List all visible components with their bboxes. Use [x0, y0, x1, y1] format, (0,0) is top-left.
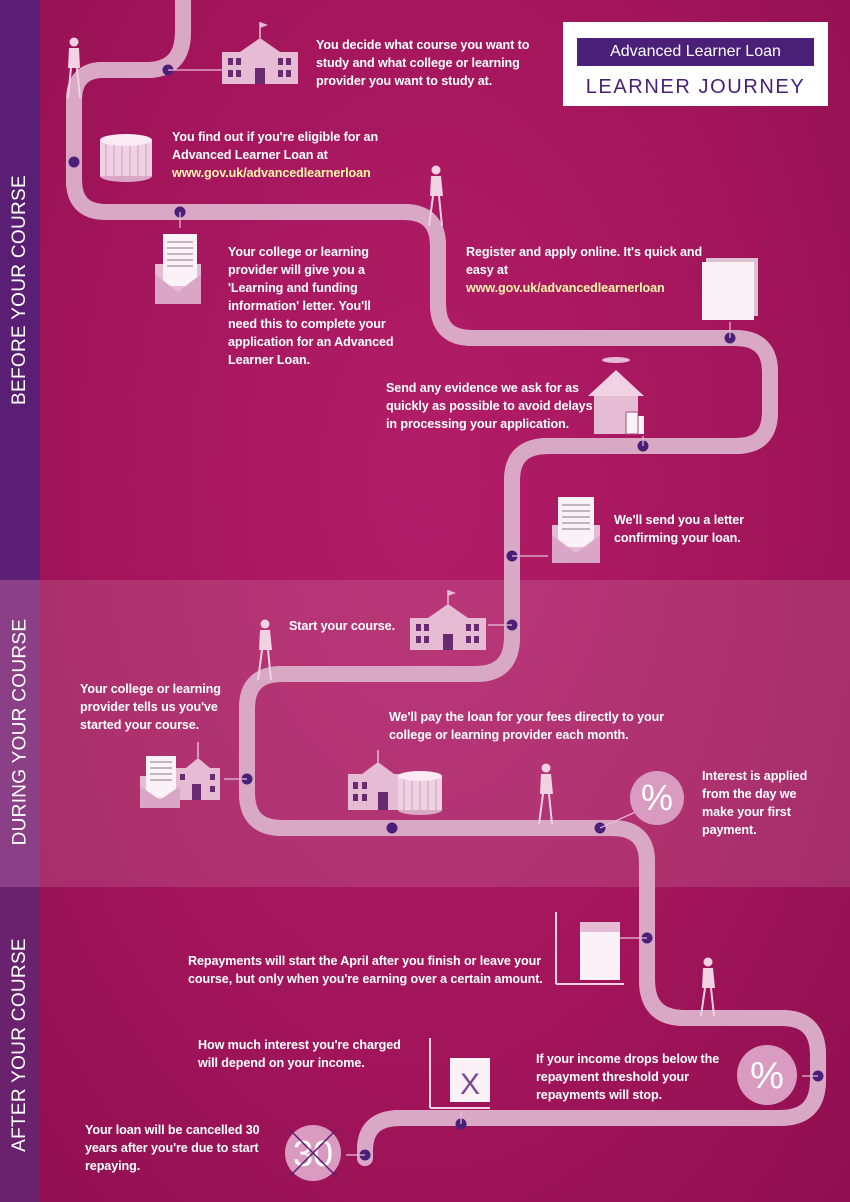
- after-strip: [0, 887, 40, 1202]
- svg-text:%: %: [750, 1055, 784, 1097]
- letter-envelope-icon: [155, 234, 201, 304]
- step-repayments-start: Repayments will start the April after yo…: [188, 954, 543, 986]
- person-icon: [538, 763, 553, 825]
- step-pay-fees: We'll pay the loan for your fees directl…: [389, 710, 664, 742]
- percent-icon: %: [737, 1045, 797, 1105]
- person-icon: [67, 37, 81, 99]
- title-card: Advanced Learner Loan LEARNER JOURNEY: [563, 22, 828, 106]
- percent-icon: %: [630, 771, 684, 825]
- during-strip: [0, 580, 40, 887]
- svg-text:X: X: [460, 1068, 480, 1101]
- step-evidence: Send any evidence we ask for as quickly …: [386, 381, 593, 431]
- step-start-course: Start your course.: [289, 619, 395, 633]
- title-subtitle: LEARNER JOURNEY: [585, 76, 806, 98]
- person-icon: [428, 165, 443, 227]
- college-icon: [410, 590, 486, 650]
- step-eligible: You find out if you're eligible for an A…: [172, 128, 412, 182]
- before-strip: [0, 0, 40, 580]
- coins-icon: [100, 134, 152, 182]
- letter-envelope-icon: [552, 497, 600, 563]
- step-interest-income: How much interest you're charged will de…: [198, 1038, 401, 1070]
- person-icon: [257, 619, 272, 681]
- step-register: Register and apply online. It's quick an…: [466, 243, 706, 297]
- title-banner: Advanced Learner Loan: [577, 38, 814, 66]
- step-eligible-text: You find out if you're eligible for an A…: [172, 130, 379, 162]
- connectors: [168, 69, 818, 1156]
- register-link[interactable]: www.gov.uk/advancedlearnerloan: [466, 281, 665, 295]
- step-decide: You decide what course you want to study…: [316, 38, 530, 88]
- step-income-drops: If your income drops below the repayment…: [536, 1052, 720, 1102]
- eligible-link[interactable]: www.gov.uk/advancedlearnerloan: [172, 166, 371, 180]
- node-eligible: [68, 156, 80, 168]
- step-confirm-letter: We'll send you a letter confirming your …: [614, 513, 744, 545]
- person-icon: [700, 957, 715, 1017]
- cross-box-icon: X: [429, 1038, 490, 1109]
- letter-college-icon: [140, 742, 220, 808]
- documents-icon: [702, 258, 758, 320]
- step-cancelled: Your loan will be cancelled 30 years aft…: [85, 1123, 260, 1173]
- step-letter-info: Your college or learning provider will g…: [228, 245, 394, 367]
- node-pay: [386, 822, 398, 834]
- journey-path: [66, 0, 826, 1166]
- college-coins-icon: [348, 750, 442, 815]
- bar-chart-icon: [555, 912, 624, 985]
- svg-text:%: %: [641, 777, 673, 818]
- step-interest-applied: Interest is applied from the day we make…: [702, 769, 808, 837]
- step-register-text: Register and apply online. It's quick an…: [466, 245, 703, 277]
- house-icon: [588, 357, 644, 435]
- step-provider-tells: Your college or learning provider tells …: [80, 682, 221, 732]
- thirty-years-icon: 30: [285, 1125, 341, 1181]
- college-icon: [222, 22, 298, 84]
